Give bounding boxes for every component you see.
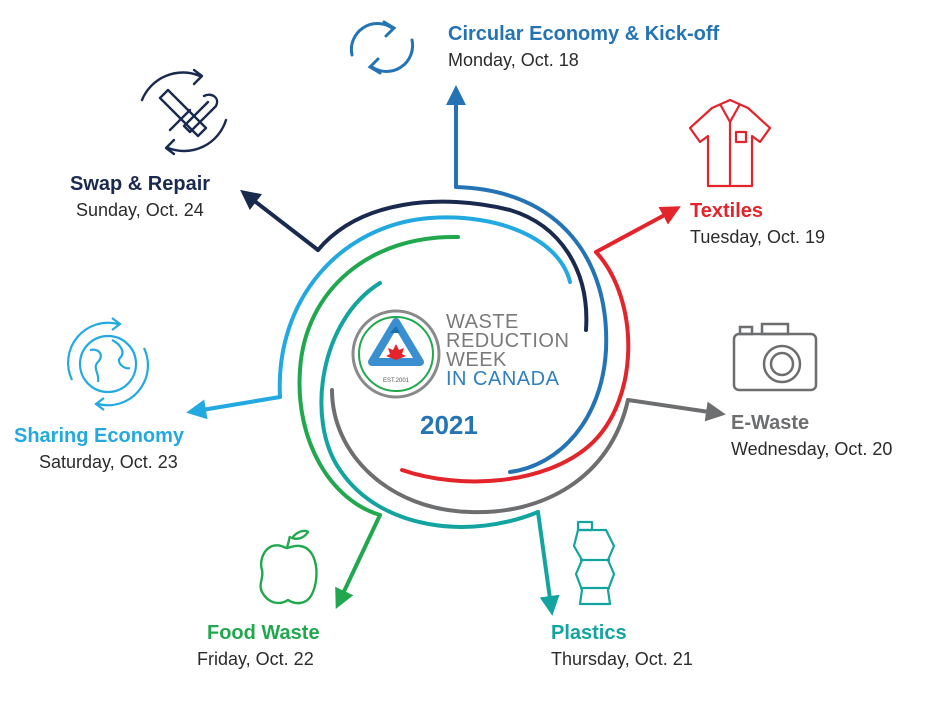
- logo-line-reduction: REDUCTION: [446, 330, 570, 352]
- theme-textiles: Textiles Tuesday, Oct. 19: [690, 199, 825, 249]
- theme-date: Tuesday, Oct. 19: [690, 227, 826, 247]
- arrow-foodwaste: [335, 513, 382, 610]
- theme-title: Plastics: [551, 622, 627, 644]
- theme-title: Swap & Repair: [70, 173, 211, 195]
- theme-plastics: Plastics Thursday, Oct. 21: [551, 621, 693, 671]
- shirt-icon: [688, 98, 772, 188]
- theme-title: Sharing Economy: [14, 425, 185, 447]
- arrow-ewaste: [626, 398, 726, 422]
- theme-title: Food Waste: [207, 622, 320, 644]
- theme-date: Monday, Oct. 18: [448, 50, 579, 70]
- arc-plastics: [319, 281, 540, 529]
- spiral-arcs: [186, 85, 726, 616]
- logo-line-waste: WASTE: [446, 311, 519, 333]
- theme-e-waste: E-Waste Wednesday, Oct. 20: [731, 411, 892, 461]
- arc-swap-repair: [316, 199, 589, 332]
- theme-title: Circular Economy & Kick-off: [448, 23, 720, 45]
- theme-date: Sunday, Oct. 24: [76, 200, 204, 220]
- globe-icon: [67, 317, 149, 411]
- logo-line-week: WEEK: [446, 349, 507, 371]
- wrw-logo-emblem: EST.2001: [351, 309, 441, 399]
- theme-title: Textiles: [690, 200, 763, 222]
- theme-title: E-Waste: [731, 412, 810, 434]
- theme-swap-repair: Swap & Repair Sunday, Oct. 24: [70, 172, 210, 222]
- arc-circular: [454, 185, 609, 474]
- arrow-plastics: [536, 510, 560, 616]
- theme-circular-economy: Circular Economy & Kick-off Monday, Oct.…: [448, 22, 719, 72]
- arc-textiles: [400, 250, 631, 484]
- bottle-icon: [572, 520, 616, 606]
- logo-line-in-canada: IN CANADA: [446, 368, 560, 390]
- refresh-cycle-icon: [349, 20, 415, 75]
- theme-food-waste: Food Waste Friday, Oct. 22: [197, 621, 320, 671]
- arc-sharing: [277, 215, 572, 399]
- wrw-logo-text: WASTE REDUCTION WEEK IN CANADA: [446, 311, 570, 390]
- arrow-swap-repair: [240, 189, 320, 252]
- theme-date: Saturday, Oct. 23: [39, 452, 178, 472]
- arrow-sharing: [186, 395, 282, 420]
- arc-ewaste: [330, 388, 630, 515]
- arc-foodwaste: [297, 234, 460, 517]
- theme-date: Wednesday, Oct. 20: [731, 439, 893, 459]
- apple-icon: [259, 529, 318, 605]
- theme-sharing-economy: Sharing Economy Saturday, Oct. 23: [14, 424, 184, 474]
- theme-date: Thursday, Oct. 21: [551, 649, 693, 669]
- theme-date: Friday, Oct. 22: [197, 649, 314, 669]
- arrow-textiles: [594, 206, 681, 254]
- camera-icon: [732, 322, 818, 392]
- logo-est: EST.2001: [383, 378, 410, 384]
- center-year: 2021: [420, 410, 478, 440]
- tools-icon: [140, 68, 228, 156]
